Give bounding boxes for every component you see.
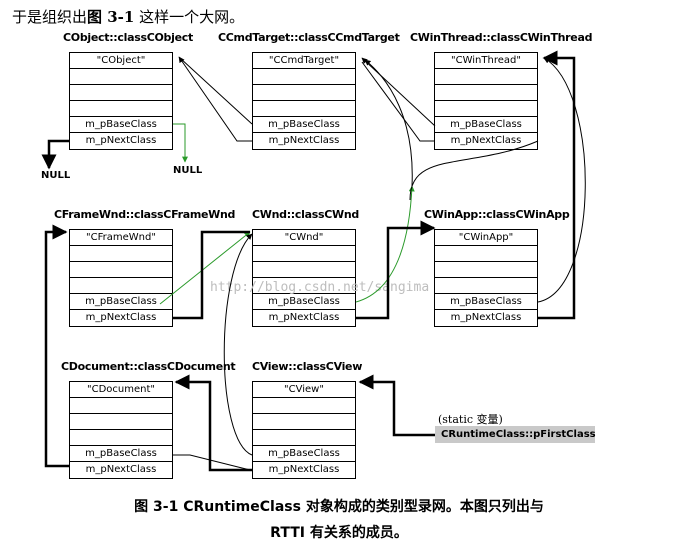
cwinapp-title: CWinApp::classCWinApp bbox=[424, 208, 570, 221]
watermark: http://blog.csdn.net/sangima bbox=[210, 280, 430, 295]
class-name-cell: "CWnd" bbox=[253, 230, 355, 246]
first-class-arrow bbox=[358, 374, 435, 437]
cframewnd-base-arrow bbox=[159, 231, 251, 305]
cobject-title: CObject::classCObject bbox=[63, 31, 193, 44]
cwnd-base-arrow bbox=[355, 185, 415, 303]
cdocument-runtime-class: "CDocument" m_pBaseClass m_pNextClass bbox=[69, 381, 173, 479]
class-name-cell: "CView" bbox=[253, 382, 355, 398]
cwnd-runtime-class: "CWnd" m_pBaseClass m_pNextClass bbox=[252, 229, 356, 327]
static-variable-label: (static 变量) bbox=[438, 413, 503, 426]
base-class-cell: m_pBaseClass bbox=[253, 117, 355, 133]
cwinapp-next-link bbox=[538, 50, 576, 320]
figure-caption-line2: RTTI 有关系的成员。 bbox=[270, 525, 408, 541]
class-name-cell: "CWinThread" bbox=[435, 53, 537, 69]
class-name-cell: "CCmdTarget" bbox=[253, 53, 355, 69]
base-class-cell: m_pBaseClass bbox=[435, 117, 537, 133]
intro-text: 于是组织出图 3-1 这样一个大网。 bbox=[12, 8, 245, 26]
cwinthread-next-arrow bbox=[361, 61, 434, 142]
ccmdtarget-runtime-class: "CCmdTarget" m_pBaseClass m_pNextClass bbox=[252, 52, 356, 150]
cwinapp-runtime-class: "CWinApp" m_pBaseClass m_pNextClass bbox=[434, 229, 538, 327]
next-class-cell: m_pNextClass bbox=[450, 135, 522, 146]
figure-caption-line1: 图 3-1 CRuntimeClass 对象构成的类别型录网。本图只列出与 bbox=[134, 499, 544, 515]
class-name-cell: "CObject" bbox=[70, 53, 172, 69]
cdocument-base-arrow bbox=[173, 454, 251, 471]
first-class-pointer: CRuntimeClass::pFirstClass bbox=[435, 426, 596, 443]
cview-base-arrow bbox=[223, 233, 253, 456]
next-class-cell: m_pNextClass bbox=[268, 135, 340, 146]
cdocument-title: CDocument::classCDocument bbox=[61, 360, 236, 373]
ccmdtarget-base-arrow bbox=[179, 57, 253, 125]
base-class-cell: m_pBaseClass bbox=[435, 294, 537, 310]
cview-title: CView::classCView bbox=[252, 360, 363, 373]
cwinthread-next-curve bbox=[409, 140, 539, 201]
cobject-runtime-class: "CObject" m_pBaseClass m_pNextClass bbox=[69, 52, 173, 150]
cwinapp-base-arrow bbox=[537, 57, 586, 303]
cwinthread-base-arrow bbox=[361, 57, 436, 127]
null-label-next: NULL bbox=[41, 170, 71, 181]
cview-next-arrow bbox=[174, 374, 252, 472]
cwinthread-runtime-class: "CWinThread" m_pBaseClass m_pNextClass bbox=[434, 52, 538, 150]
cobject-next-arrow bbox=[41, 139, 70, 170]
next-class-cell: m_pNextClass bbox=[85, 312, 157, 323]
cview-runtime-class: "CView" m_pBaseClass m_pNextClass bbox=[252, 381, 356, 479]
base-class-cell: m_pBaseClass bbox=[70, 294, 172, 310]
cwinthread-title: CWinThread::classCWinThread bbox=[410, 31, 593, 44]
cdocument-next-loop bbox=[44, 224, 69, 468]
cframewnd-title: CFrameWnd::classCFrameWnd bbox=[54, 208, 236, 221]
next-class-cell: m_pNextClass bbox=[85, 135, 157, 146]
class-name-cell: "CWinApp" bbox=[435, 230, 537, 246]
base-class-cell: m_pBaseClass bbox=[253, 446, 355, 462]
ccmdtarget-next-arrow bbox=[178, 56, 252, 142]
next-class-cell: m_pNextClass bbox=[268, 464, 340, 475]
base-class-cell: m_pBaseClass bbox=[70, 117, 172, 133]
base-class-cell: m_pBaseClass bbox=[70, 446, 172, 462]
cwinapp-next-arrow bbox=[356, 220, 436, 320]
next-class-cell: m_pNextClass bbox=[268, 312, 340, 323]
class-name-cell: "CDocument" bbox=[70, 382, 172, 398]
next-class-cell: m_pNextClass bbox=[450, 312, 522, 323]
cobject-base-arrow bbox=[173, 123, 188, 163]
cframewnd-next-arrow bbox=[173, 230, 250, 320]
cframewnd-runtime-class: "CFrameWnd" m_pBaseClass m_pNextClass bbox=[69, 229, 173, 327]
null-label-base: NULL bbox=[173, 165, 203, 176]
class-name-cell: "CFrameWnd" bbox=[70, 230, 172, 246]
ccmdtarget-title: CCmdTarget::classCCmdTarget bbox=[218, 31, 400, 44]
cwnd-title: CWnd::classCWnd bbox=[252, 208, 359, 221]
base-class-cell: m_pBaseClass bbox=[253, 294, 355, 310]
next-class-cell: m_pNextClass bbox=[85, 464, 157, 475]
